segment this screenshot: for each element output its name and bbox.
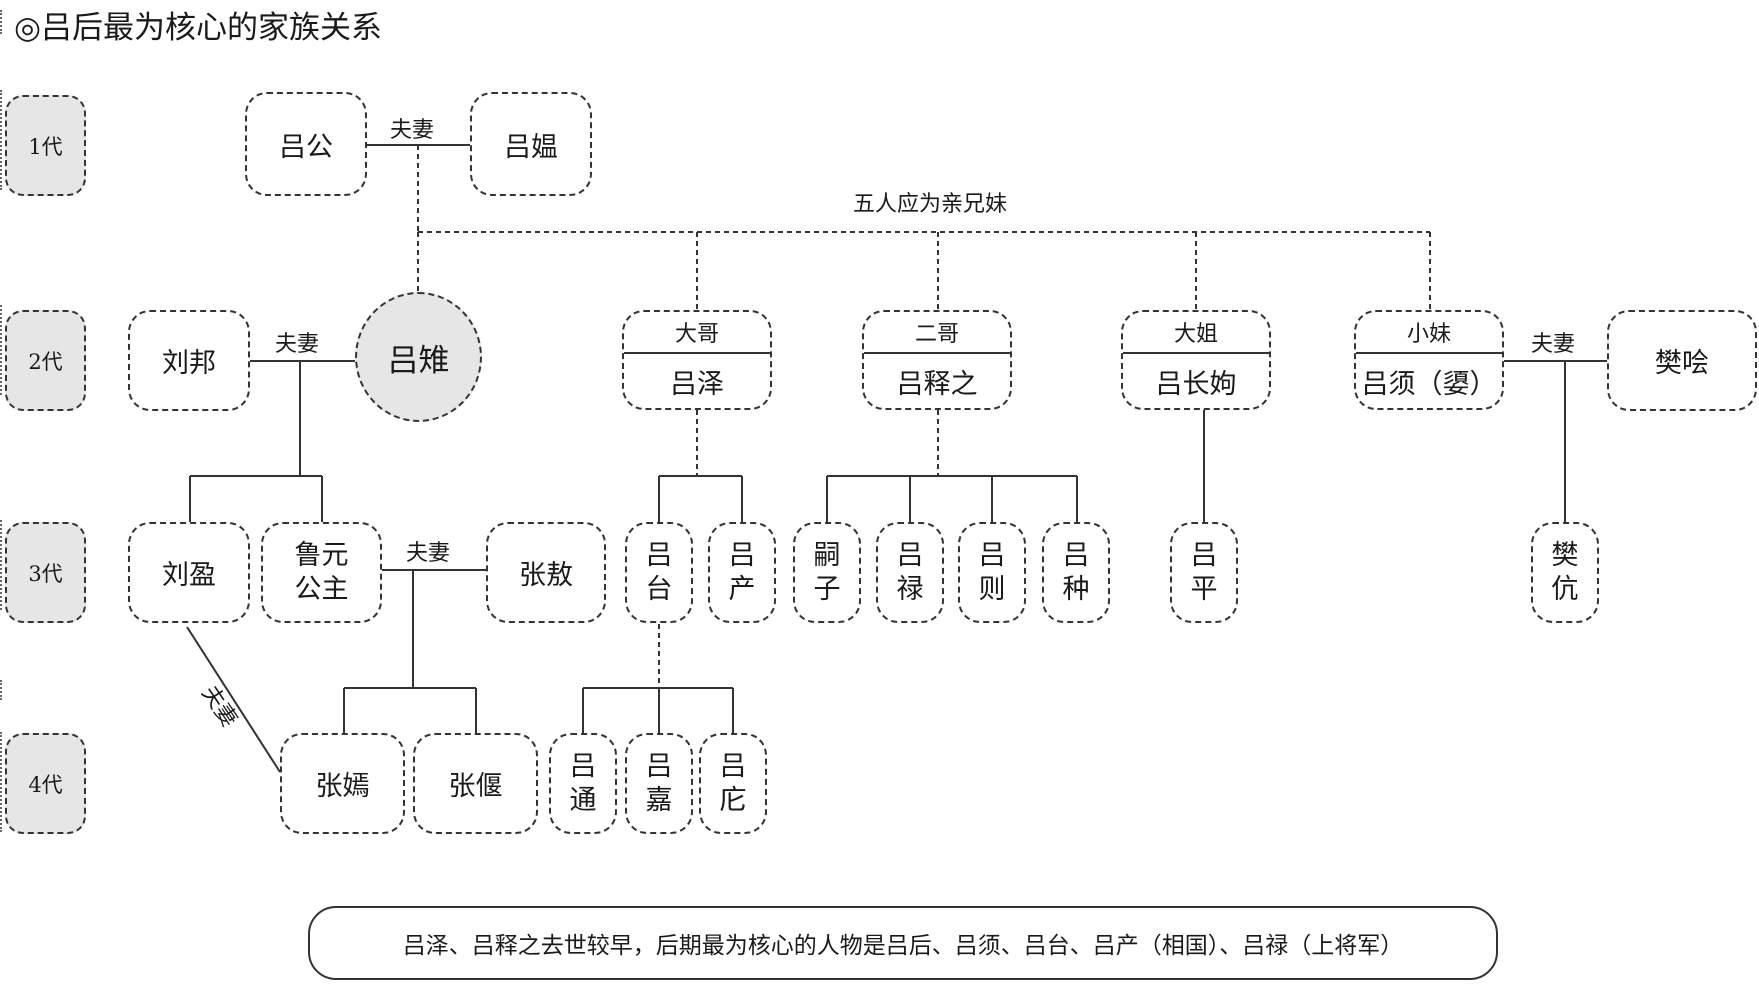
person-lv-wen: 吕媪 [470,92,592,196]
person-name: 吕释之 [896,368,978,400]
person-zhang-yan2: 张偃 [413,733,538,834]
person-lv-lu: 吕 禄 [876,522,944,623]
role-label: 小妹 [1356,312,1502,354]
person-lv-shizhi: 二哥 吕释之 [862,310,1012,410]
spouse-label-lv-gong: 夫妻 [390,118,435,143]
person-lv-changxu: 大姐 吕长姁 [1121,310,1271,410]
person-name: 吕长姁 [1155,368,1237,400]
left-edge-mark [0,732,6,832]
name-line-1: 吕 [645,539,673,571]
person-lv-zhong: 吕 种 [1042,522,1110,623]
name-line-1: 吕 [896,539,924,571]
person-liu-bang: 刘邦 [128,310,250,411]
person-lv-ze: 大哥 吕泽 [622,310,772,410]
name-line-1: 嗣 [813,539,841,571]
person-fan-kang: 樊 伉 [1531,522,1599,623]
person-sizi: 嗣 子 [793,522,861,623]
role-label: 大姐 [1123,312,1269,354]
name-line-2: 台 [645,573,673,605]
name-line-1: 樊 [1551,539,1579,571]
left-edge-mark [0,10,6,34]
name-line-1: 吕 [1062,539,1090,571]
name-line-1: 吕 [1190,539,1218,571]
name-line-2: 公主 [294,573,349,605]
generation-4-label: 4代 [5,733,86,834]
name-line-2: 伉 [1551,573,1579,605]
name-line-2: 则 [978,573,1006,605]
person-lv-xu: 小妹 吕须（嬃） [1354,310,1504,410]
role-label: 大哥 [624,312,770,354]
person-lv-ze-son: 吕 则 [958,522,1026,623]
name-line-2: 禄 [896,573,924,605]
person-name: 吕泽 [670,368,724,400]
name-line-2: 子 [813,573,841,605]
siblings-note: 五人应为亲兄妹 [853,192,1008,217]
person-lv-gong: 吕公 [245,92,367,196]
left-edge-mark [0,90,6,190]
person-zhang-yan: 张嫣 [280,733,405,834]
role-label: 二哥 [864,312,1010,354]
name-line-2: 嘉 [645,784,673,816]
spouse-label-zhang-ao: 夫妻 [406,541,451,566]
person-lv-pang: 吕 庀 [699,733,767,834]
person-liu-ying: 刘盈 [128,522,250,623]
person-lv-tong: 吕 通 [549,733,617,834]
spouse-label-liu-bang: 夫妻 [275,332,320,357]
left-edge-mark [0,305,6,395]
generation-2-label: 2代 [5,310,86,411]
name-line-1: 鲁元 [294,539,349,571]
name-line-2: 通 [569,784,597,816]
name-line-2: 庀 [719,784,747,816]
left-edge-mark [0,520,6,610]
person-lv-ping: 吕 平 [1170,522,1238,623]
person-lv-zhi: 吕雉 [355,292,482,422]
person-lv-chan: 吕 产 [708,522,776,623]
person-lv-jia: 吕 嘉 [625,733,693,834]
person-fan-kuai: 樊哙 [1607,310,1757,411]
name-line-2: 种 [1062,573,1090,605]
generation-1-label: 1代 [5,95,86,196]
name-line-2: 平 [1190,573,1218,605]
person-zhang-ao: 张敖 [486,522,606,623]
spouse-label-lv-xu: 夫妻 [1531,332,1576,357]
name-line-1: 吕 [719,750,747,782]
generation-3-label: 3代 [5,522,86,623]
name-line-1: 吕 [728,539,756,571]
person-name: 吕须（嬃） [1361,368,1497,400]
name-line-2: 产 [728,573,756,605]
summary-note: 吕泽、吕释之去世较早，后期最为核心的人物是吕后、吕须、吕台、吕产（相国）、吕禄（… [308,906,1498,980]
name-line-1: 吕 [978,539,1006,571]
page-title: ◎吕后最为核心的家族关系 [14,10,383,46]
person-lv-tai: 吕 台 [625,522,693,623]
left-edge-mark [0,680,6,700]
person-luyuan-princess: 鲁元 公主 [261,522,382,623]
name-line-1: 吕 [569,750,597,782]
name-line-1: 吕 [645,750,673,782]
